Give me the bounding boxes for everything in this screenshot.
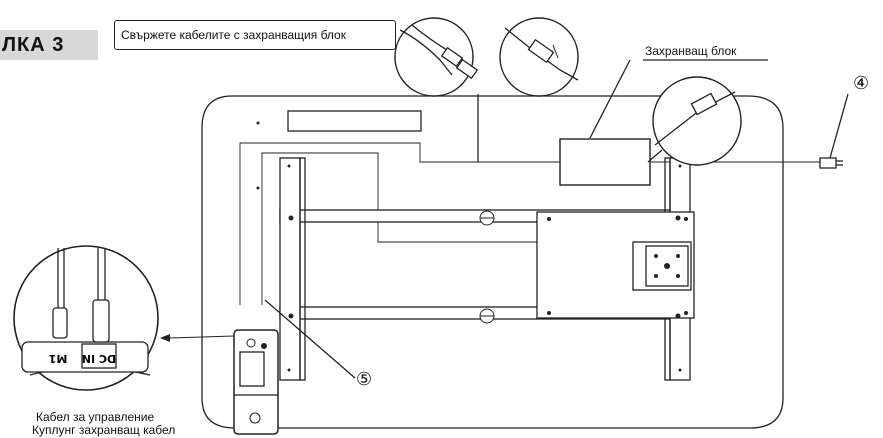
desktop-outline <box>201 95 784 429</box>
arrow-to-zoom-ports <box>160 334 170 342</box>
left-leg <box>279 157 301 381</box>
callout-5: ⑤ <box>356 369 373 390</box>
power-supply-label: Захранващ блок <box>645 44 737 58</box>
port-label-dc-in: DC IN <box>82 352 116 365</box>
callout-4: ④ <box>853 73 870 94</box>
zoom-cable-connect-1 <box>394 17 474 97</box>
mains-plug <box>819 157 837 169</box>
cable-route <box>239 142 560 305</box>
power-coupling-label: Куплунг захранващ кабел <box>32 423 176 437</box>
zoom-psu-plug <box>652 76 742 166</box>
control-cable-label: Кабел за управление <box>36 410 155 424</box>
instruction-box: Свържете кабелите с захранващия блок <box>114 20 396 50</box>
port-label-m1: M1 <box>49 352 68 365</box>
step-badge: ЛКА 3 <box>0 30 98 60</box>
cable-tray <box>287 110 422 132</box>
power-supply-unit <box>559 138 651 186</box>
instruction-text: Свържете кабелите с захранващия блок <box>121 28 346 42</box>
